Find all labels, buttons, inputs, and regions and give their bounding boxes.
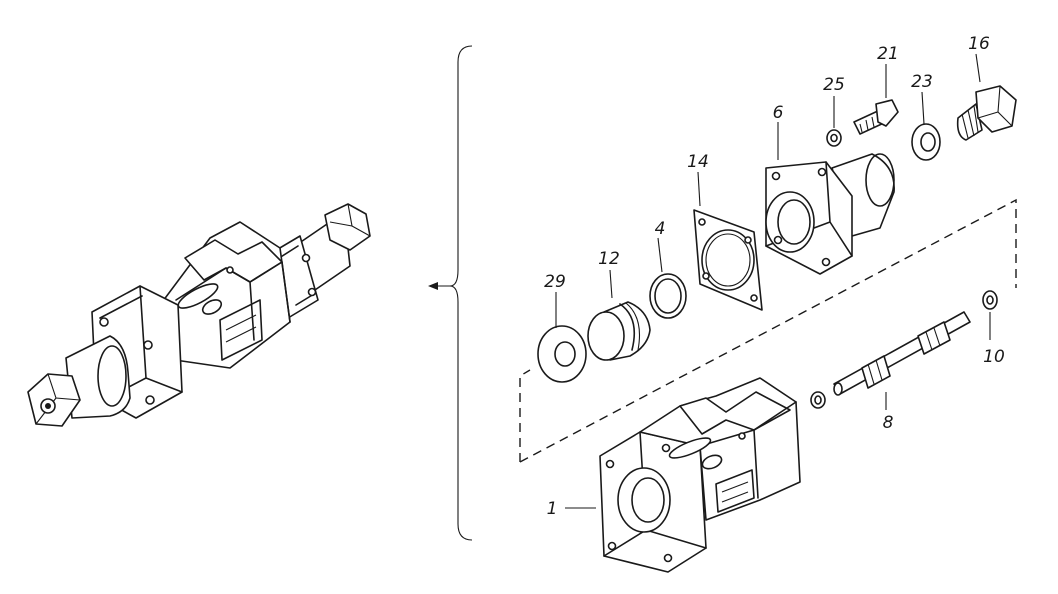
part-25-small-washer — [826, 129, 842, 147]
leader-lines — [555, 53, 991, 509]
assembly-arrow — [428, 282, 450, 290]
part-23-washer — [911, 123, 941, 161]
part-21-bolt — [853, 99, 899, 135]
callout-10: 10 — [983, 347, 1005, 367]
part-12-plug — [587, 301, 651, 361]
part-4-o-ring — [649, 273, 687, 319]
part-16-plug-nut — [956, 85, 1017, 141]
exploded-view-bracket — [449, 45, 473, 541]
callout-29: 29 — [544, 272, 566, 292]
part-14-gasket — [693, 209, 763, 311]
callout-14: 14 — [687, 152, 709, 172]
part-10-small-o-ring — [982, 290, 998, 310]
part-6-cover — [765, 153, 895, 275]
callout-labels: 1 4 6 8 10 12 14 16 21 23 25 29 — [544, 34, 1005, 519]
part-1-valve-body — [599, 377, 801, 573]
callout-8: 8 — [883, 413, 894, 433]
part-8-spool — [810, 311, 971, 409]
callout-16: 16 — [968, 34, 990, 54]
callout-23: 23 — [911, 72, 933, 92]
assembled-valve-illustration — [27, 203, 371, 427]
callout-12: 12 — [598, 249, 620, 269]
assembled-main-body — [159, 221, 291, 369]
assembled-left-cap — [27, 335, 131, 427]
assembly-centerlines — [519, 198, 1017, 463]
callout-1: 1 — [547, 499, 558, 519]
part-29-washer — [537, 325, 587, 383]
callout-6: 6 — [773, 103, 784, 123]
callout-21: 21 — [877, 44, 899, 64]
callout-4: 4 — [655, 219, 666, 239]
callout-25: 25 — [823, 75, 845, 95]
